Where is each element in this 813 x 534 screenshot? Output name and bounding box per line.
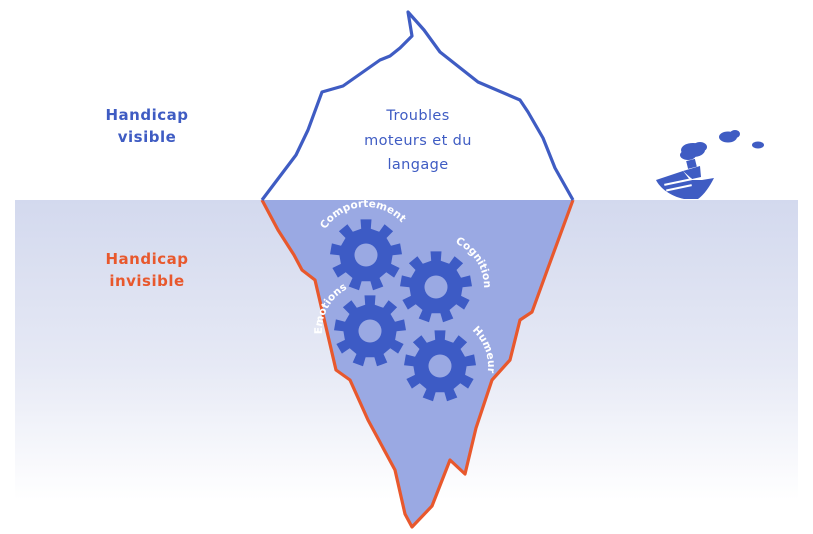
tip-text: Troubles moteurs et du langage	[318, 104, 518, 178]
label-invisible-handicap: Handicap invisible	[72, 248, 222, 292]
gear-hole	[354, 243, 378, 267]
iceberg-tip	[260, 10, 575, 201]
tip-line-1: Troubles	[386, 108, 450, 124]
gear-hole	[428, 354, 452, 378]
label-visible-line2: visible	[117, 128, 177, 146]
label-invisible-line1: Handicap	[105, 250, 189, 268]
cloud-icon	[719, 130, 740, 143]
iceberg-submerged-outline	[260, 199, 575, 529]
tip-line-3: langage	[387, 157, 449, 173]
label-invisible-line2: invisible	[109, 272, 185, 290]
label-visible-line1: Handicap	[105, 106, 189, 124]
tip-line-2: moteurs et du	[364, 132, 472, 149]
cloud-icon	[752, 141, 764, 149]
cloud-icon	[680, 142, 707, 160]
ship-icon	[656, 158, 714, 199]
label-visible-handicap: Handicap visible	[72, 104, 222, 148]
gear-hole	[358, 319, 382, 343]
gear-hole	[424, 275, 448, 299]
